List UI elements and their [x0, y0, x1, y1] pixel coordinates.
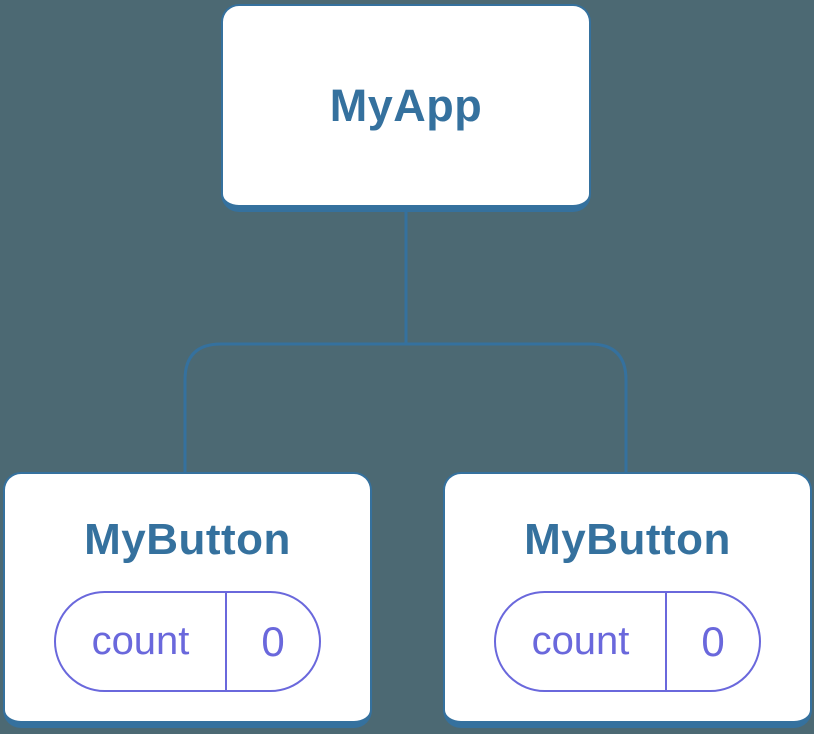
node-myapp: MyApp [221, 4, 591, 212]
state-value: 0 [665, 593, 759, 690]
state-key-label: count [91, 619, 190, 663]
state-key-label: count [531, 619, 630, 663]
branch-connector-line [183, 342, 628, 474]
mybutton-left-label: MyButton [84, 515, 291, 564]
mybutton-right-label: MyButton [524, 515, 731, 564]
node-mybutton-left: MyButton count 0 [3, 472, 372, 728]
state-pill-left: count 0 [54, 591, 321, 692]
state-pill-right: count 0 [494, 591, 761, 692]
state-value: 0 [225, 593, 319, 690]
myapp-label: MyApp [329, 79, 483, 131]
node-mybutton-right: MyButton count 0 [443, 472, 812, 728]
